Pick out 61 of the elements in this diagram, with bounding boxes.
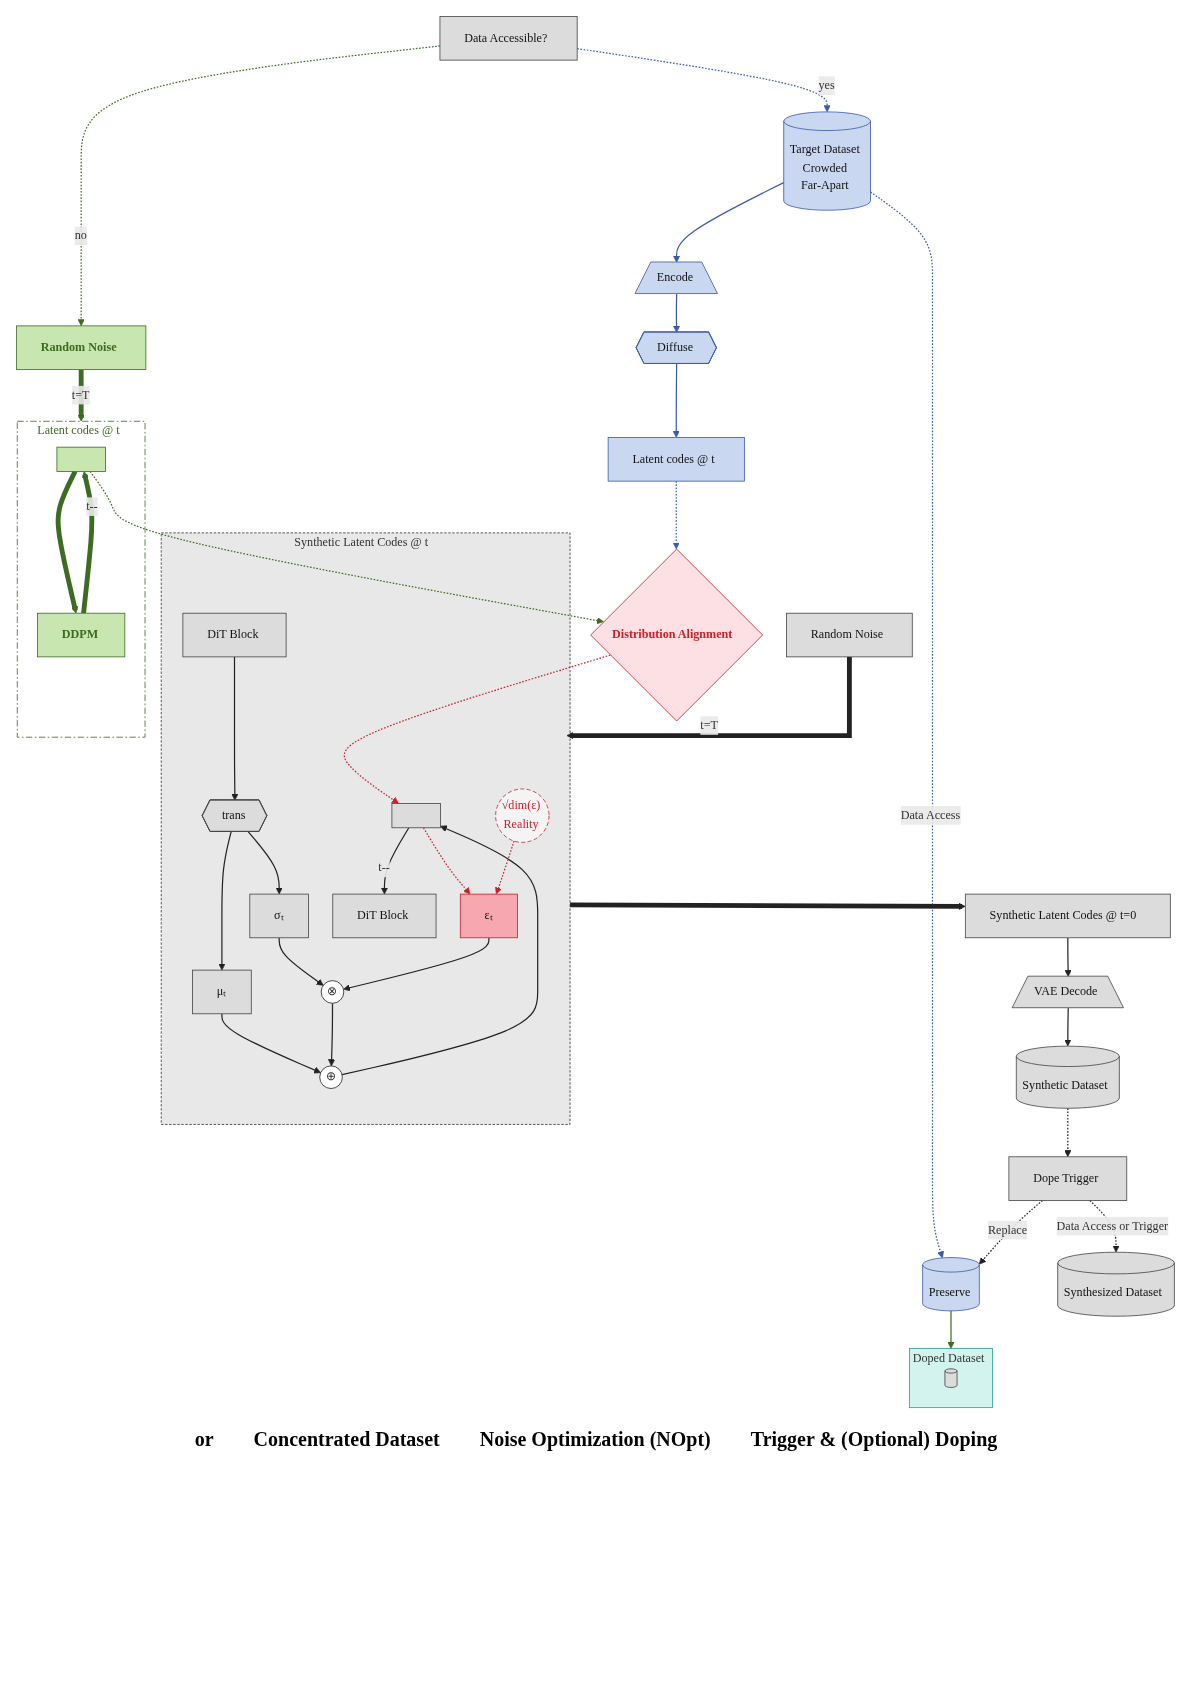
arrow: [566, 656, 852, 740]
node-circle: ⊗: [320, 980, 345, 1004]
arrow: [341, 825, 539, 1076]
arrow: [55, 470, 79, 614]
note-text: Noise Optimization (NOpt): [479, 1428, 711, 1452]
arrow: [221, 1013, 321, 1074]
node-box: DDPM: [37, 612, 126, 658]
edge-label: Data Access: [900, 808, 961, 822]
arrow: [978, 1199, 1044, 1265]
edge-label: t--: [86, 499, 98, 513]
edge-label: Data Access or Trigger: [1056, 1219, 1169, 1232]
arrow: [218, 831, 232, 971]
node-box: Latent codes @ t: [607, 437, 745, 482]
edge-label: t=T: [700, 718, 718, 732]
node-box: Data Accessible?: [439, 16, 578, 61]
node-box: σₜ: [249, 893, 309, 939]
node-box: Random Noise: [786, 612, 913, 658]
note-text: Concentrated Dataset: [253, 1428, 440, 1452]
node-box: [56, 446, 106, 472]
node-box: Dope Trigger: [1008, 1156, 1128, 1201]
arrow: [1064, 1107, 1072, 1158]
edge-label: t=T: [71, 388, 90, 402]
arrow: [343, 654, 611, 804]
arrow: [947, 1310, 955, 1349]
arrow: [247, 831, 283, 895]
arrow: [1089, 1199, 1120, 1253]
arrow: [343, 937, 490, 992]
node-box: [391, 803, 441, 829]
arrow: [328, 1002, 336, 1067]
node-box: Synthetic Latent Codes @ t=0: [964, 893, 1171, 939]
cluster: Doped Dataset: [909, 1348, 993, 1409]
arrow: [495, 840, 515, 895]
edge-label: yes: [818, 78, 835, 92]
node-box: εₜ: [459, 893, 518, 939]
node-box: DiT Block: [332, 893, 437, 939]
arrow: [380, 827, 410, 895]
arrow: [673, 293, 681, 333]
arrow: [1064, 1007, 1072, 1047]
node-circle: ⊕: [319, 1065, 343, 1089]
edge-label: no: [74, 228, 87, 242]
node-box: DiT Block: [182, 612, 287, 658]
arrow: [231, 656, 239, 801]
node-box: Random Noise: [16, 325, 147, 370]
arrow: [869, 191, 944, 1259]
edge-label: Replace: [988, 1223, 1028, 1237]
arrow: [77, 369, 85, 422]
arrow: [570, 902, 966, 910]
arrow: [672, 363, 680, 438]
arrow: [89, 470, 604, 625]
node-box: μₜ: [192, 969, 252, 1015]
arrow: [81, 471, 95, 614]
arrow: [278, 937, 324, 986]
arrow: [673, 182, 785, 263]
arrow: [1064, 937, 1072, 977]
note-text: Trigger & (Optional) Doping: [750, 1428, 998, 1452]
node-cylinder: [944, 1368, 958, 1388]
node-circle: √dim(ε) Reality: [495, 788, 550, 843]
node-diamond: Distribution Alignment: [590, 548, 764, 722]
note-text: or: [194, 1428, 214, 1452]
edge-label: t--: [378, 860, 390, 874]
arrow: [422, 827, 471, 895]
